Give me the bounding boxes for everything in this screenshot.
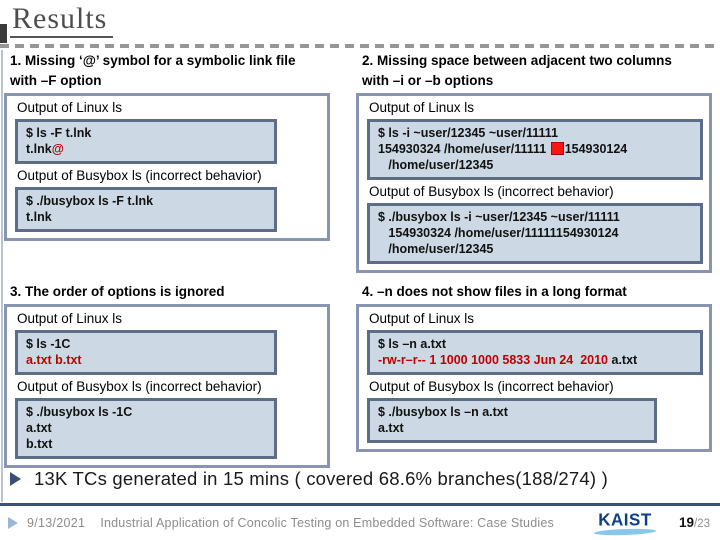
output-label: Output of Busybox ls (incorrect behavior… xyxy=(369,379,614,394)
code-line: -rw-r–r-- 1 1000 1000 5833 Jun 24 2010 a… xyxy=(378,352,692,368)
kaist-logo: KAIST xyxy=(593,509,657,537)
code-line: $ ls -1C xyxy=(26,336,266,352)
page-title: Results xyxy=(10,2,114,38)
output-label: Output of Linux ls xyxy=(369,311,475,326)
footer-date: 9/13/2021 xyxy=(27,516,86,530)
case-output-box: Output of Linux ls $ ls -i ~user/12345 ~u… xyxy=(356,93,712,273)
code-line: 154930324 /home/user/11111 154930124 xyxy=(378,141,692,157)
footer-arrow-icon xyxy=(8,517,18,529)
code-line: $ ./busybox ls –n a.txt xyxy=(378,404,646,420)
results-grid: 1. Missing ‘@’ symbol for a symbolic lin… xyxy=(4,49,712,468)
code-text: $ ./busybox ls -1C xyxy=(26,405,133,419)
summary-text: 13K TCs generated in 15 mins ( covered 6… xyxy=(34,468,608,489)
code-text: $ ls -F t.lnk xyxy=(26,126,92,140)
left-edge-line xyxy=(1,50,3,502)
case-heading: 1. Missing ‘@’ symbol for a symbolic lin… xyxy=(10,53,296,88)
case-output-box: Output of Linux ls$ ls –n a.txt-rw-r–r--… xyxy=(356,304,712,452)
result-case-2: 2. Missing space between adjacent two co… xyxy=(356,49,712,273)
code-line: a.txt xyxy=(26,420,266,436)
code-line: a.txt xyxy=(378,420,646,436)
code-text: $ ls -1C xyxy=(26,337,71,351)
page-number-total: /23 xyxy=(694,518,710,530)
code-text: /home/user/12345 xyxy=(378,242,494,256)
title-accent-bar xyxy=(0,24,7,43)
code-line: $ ls -F t.lnk xyxy=(26,125,266,141)
code-line: b.txt xyxy=(26,436,266,452)
code-text: $ ./busybox ls -i ~user/12345 ~user/1111… xyxy=(378,210,620,224)
output-label: Output of Linux ls xyxy=(369,100,475,115)
output-label: Output of Busybox ls (incorrect behavior… xyxy=(369,184,614,199)
code-line: $ ./busybox ls -i ~user/12345 ~user/1111… xyxy=(378,209,692,225)
case-heading: 4. –n does not show files in a long form… xyxy=(362,284,627,299)
terminal-output-box: $ ./busybox ls -1C a.txt b.txt xyxy=(15,398,277,459)
code-text: b.txt xyxy=(26,437,53,451)
code-line: a.txt b.txt xyxy=(26,352,266,368)
code-text: a.txt xyxy=(26,421,52,435)
code-line: $ ./busybox ls -1C xyxy=(26,404,266,420)
code-line: $ ls -i ~user/12345 ~user/11111 xyxy=(378,125,692,141)
code-text: 154930124 xyxy=(564,142,628,156)
code-line: t.lnk@ xyxy=(26,141,266,157)
output-label: Output of Linux ls xyxy=(17,100,123,115)
code-line: 154930324 /home/user/11111154930124 xyxy=(378,225,692,241)
result-case-1: 1. Missing ‘@’ symbol for a symbolic lin… xyxy=(4,49,330,273)
output-label: Output of Linux ls xyxy=(17,311,123,326)
code-text: 154930324 /home/user/11111154930124 xyxy=(378,226,619,240)
code-text-highlight: @ xyxy=(51,142,64,156)
output-label: Output of Busybox ls (incorrect behavior… xyxy=(17,168,262,183)
page-number-current: 19 xyxy=(678,515,694,530)
page-number: 19/23 xyxy=(679,514,710,532)
code-text-highlight: -rw-r–r-- 1 1000 1000 5833 Jun 24 2010 xyxy=(378,353,609,367)
bullet-arrow-icon xyxy=(10,472,21,486)
missing-space-marker xyxy=(550,142,564,155)
code-text: /home/user/12345 xyxy=(378,158,494,172)
footer: 9/13/2021 Industrial Application of Conc… xyxy=(8,509,710,537)
terminal-output-box: $ ls -1C a.txt b.txt xyxy=(15,330,277,375)
case-heading: 3. The order of options is ignored xyxy=(10,284,225,299)
code-line: /home/user/12345 xyxy=(378,241,692,257)
summary-row: 13K TCs generated in 15 mins ( covered 6… xyxy=(10,468,716,490)
code-text: 154930324 /home/user/11111 xyxy=(378,142,550,156)
terminal-output-box: $ ./busybox ls -i ~user/12345 ~user/1111… xyxy=(367,203,703,264)
code-line: t.lnk xyxy=(26,209,266,225)
code-text: $ ls -i ~user/12345 ~user/11111 xyxy=(378,126,559,140)
footer-divider xyxy=(0,503,720,506)
result-case-4: 4. –n does not show files in a long form… xyxy=(356,280,712,468)
code-text: t.lnk xyxy=(26,210,52,224)
code-text-highlight: a.txt b.txt xyxy=(26,353,82,367)
code-line: $ ls –n a.txt xyxy=(378,336,692,352)
terminal-output-box: $ ./busybox ls -F t.lnk t.lnk xyxy=(15,187,277,232)
kaist-logo-text: KAIST xyxy=(598,509,652,530)
code-text: a.txt xyxy=(608,353,638,367)
code-line: $ ./busybox ls -F t.lnk xyxy=(26,193,266,209)
footer-title: Industrial Application of Concolic Testi… xyxy=(100,516,554,530)
code-text: $ ./busybox ls -F t.lnk xyxy=(26,194,154,208)
code-text: $ ls –n a.txt xyxy=(378,337,447,351)
case-heading: 2. Missing space between adjacent two co… xyxy=(362,53,672,88)
code-line: /home/user/12345 xyxy=(378,157,692,173)
code-text: $ ./busybox ls –n a.txt xyxy=(378,405,508,419)
code-text: a.txt xyxy=(378,421,404,435)
output-label: Output of Busybox ls (incorrect behavior… xyxy=(17,379,262,394)
terminal-output-box: $ ls –n a.txt-rw-r–r-- 1 1000 1000 5833 … xyxy=(367,330,703,375)
terminal-output-box: $ ./busybox ls –n a.txt a.txt xyxy=(367,398,657,443)
dashed-divider xyxy=(0,44,720,48)
code-text: t.lnk xyxy=(26,142,52,156)
